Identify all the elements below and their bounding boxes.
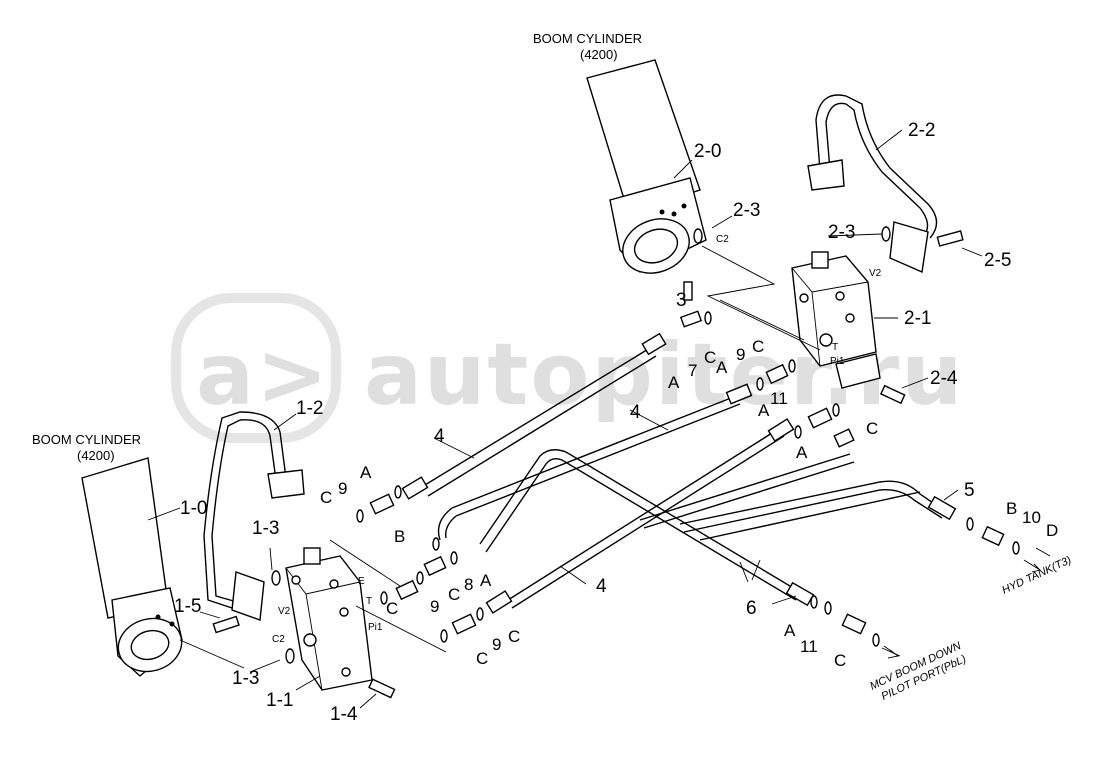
callout-1-1: 1-1 [266, 690, 293, 711]
leader-lines [147, 129, 1051, 709]
hose-4-upper [401, 332, 667, 500]
callout-c-9: C [508, 627, 520, 646]
callout-11-a: 11 [770, 389, 788, 408]
callout-d: D [1046, 521, 1058, 540]
hose-5 [679, 480, 957, 541]
callout-9-c: 9 [430, 597, 439, 616]
callout-a-4: A [796, 443, 808, 462]
callout-2-3-a: 2-3 [733, 200, 760, 221]
port-v2-lower: V2 [278, 606, 291, 617]
callout-4-b: 4 [434, 426, 445, 447]
port-v2-upper: V2 [869, 268, 882, 279]
callout-1-5: 1-5 [174, 596, 201, 617]
callout-2-1: 2-1 [904, 308, 931, 329]
upper-boom-cylinder [586, 59, 707, 274]
callout-4-c: 4 [596, 576, 607, 597]
callout-c-8: C [476, 649, 488, 668]
callout-8: 8 [464, 575, 473, 594]
port-c2-upper: C2 [716, 234, 729, 245]
callout-a-6: A [360, 463, 372, 482]
hyd-tank-label-group: HYD TANK(T3) [1000, 554, 1073, 597]
callout-a-5: A [784, 621, 796, 640]
watermark-logo-glyph: a> [196, 325, 330, 425]
hose-long-crossing [479, 449, 855, 607]
callout-9-b: 9 [338, 479, 347, 498]
callout-a-1: A [668, 373, 680, 392]
hose-4-middle [437, 383, 753, 541]
callout-2-0: 2-0 [694, 141, 721, 162]
lower-boom-cylinder [81, 457, 183, 677]
callout-a-2: A [716, 358, 728, 377]
callout-6: 6 [746, 598, 757, 619]
callout-2-4: 2-4 [930, 368, 958, 389]
callout-10: 10 [1022, 508, 1041, 527]
callout-1-0: 1-0 [180, 498, 207, 519]
hose-4-lower [485, 418, 795, 614]
mcv-label-group: MCV BOOM DOWN PILOT PORT(PbL) [868, 640, 968, 703]
callout-c-1: C [704, 348, 716, 367]
callout-1-2: 1-2 [296, 398, 323, 419]
callout-a-3: A [758, 401, 770, 420]
callout-4-a: 4 [630, 402, 641, 423]
port-t-lower: T [366, 596, 372, 607]
upper-cylinder-code: (4200) [580, 47, 618, 62]
callout-b-1: B [394, 527, 405, 546]
hyd-tank-label: HYD TANK(T3) [1000, 554, 1073, 597]
port-pi1-upper: Pi1 [830, 356, 845, 367]
callout-9-a: 9 [736, 345, 745, 364]
callout-b-2: B [1006, 499, 1017, 518]
callout-3: 3 [676, 290, 687, 311]
rigid-pipe-2-2 [807, 94, 938, 274]
callout-9-d: 9 [492, 635, 501, 654]
port-e-lower: E [358, 576, 365, 587]
callout-c-4: C [834, 651, 846, 670]
lower-valve-block [285, 547, 373, 691]
callout-c-3: C [866, 419, 878, 438]
rigid-pipe-1-2 [203, 411, 305, 621]
callout-2-2: 2-2 [908, 120, 935, 141]
lower-cylinder-title: BOOM CYLINDER [32, 432, 141, 447]
callout-2-5: 2-5 [984, 250, 1011, 271]
port-pi1-lower: Pi1 [368, 622, 383, 633]
callout-1-4: 1-4 [330, 704, 358, 725]
lower-cylinder-code: (4200) [77, 448, 115, 463]
callout-c-7: C [386, 599, 398, 618]
callout-1-3-a: 1-3 [252, 518, 279, 539]
hyd-tank-arrow-icon [1023, 559, 1041, 573]
mcv-arrow-icon [883, 645, 900, 659]
fittings [212, 226, 1020, 699]
callout-c-5: C [320, 488, 332, 507]
callout-c-2: C [752, 337, 764, 356]
callout-c-6: C [448, 585, 460, 604]
upper-cylinder-title: BOOM CYLINDER [533, 31, 642, 46]
callout-2-3-b: 2-3 [828, 222, 855, 243]
callout-11-b: 11 [800, 637, 818, 656]
callout-5: 5 [964, 480, 975, 501]
callout-1-3-b: 1-3 [232, 668, 259, 689]
callout-7: 7 [688, 361, 697, 380]
callout-a-7: A [480, 571, 492, 590]
port-t-upper: T [832, 342, 838, 353]
port-c2-lower: C2 [272, 634, 285, 645]
